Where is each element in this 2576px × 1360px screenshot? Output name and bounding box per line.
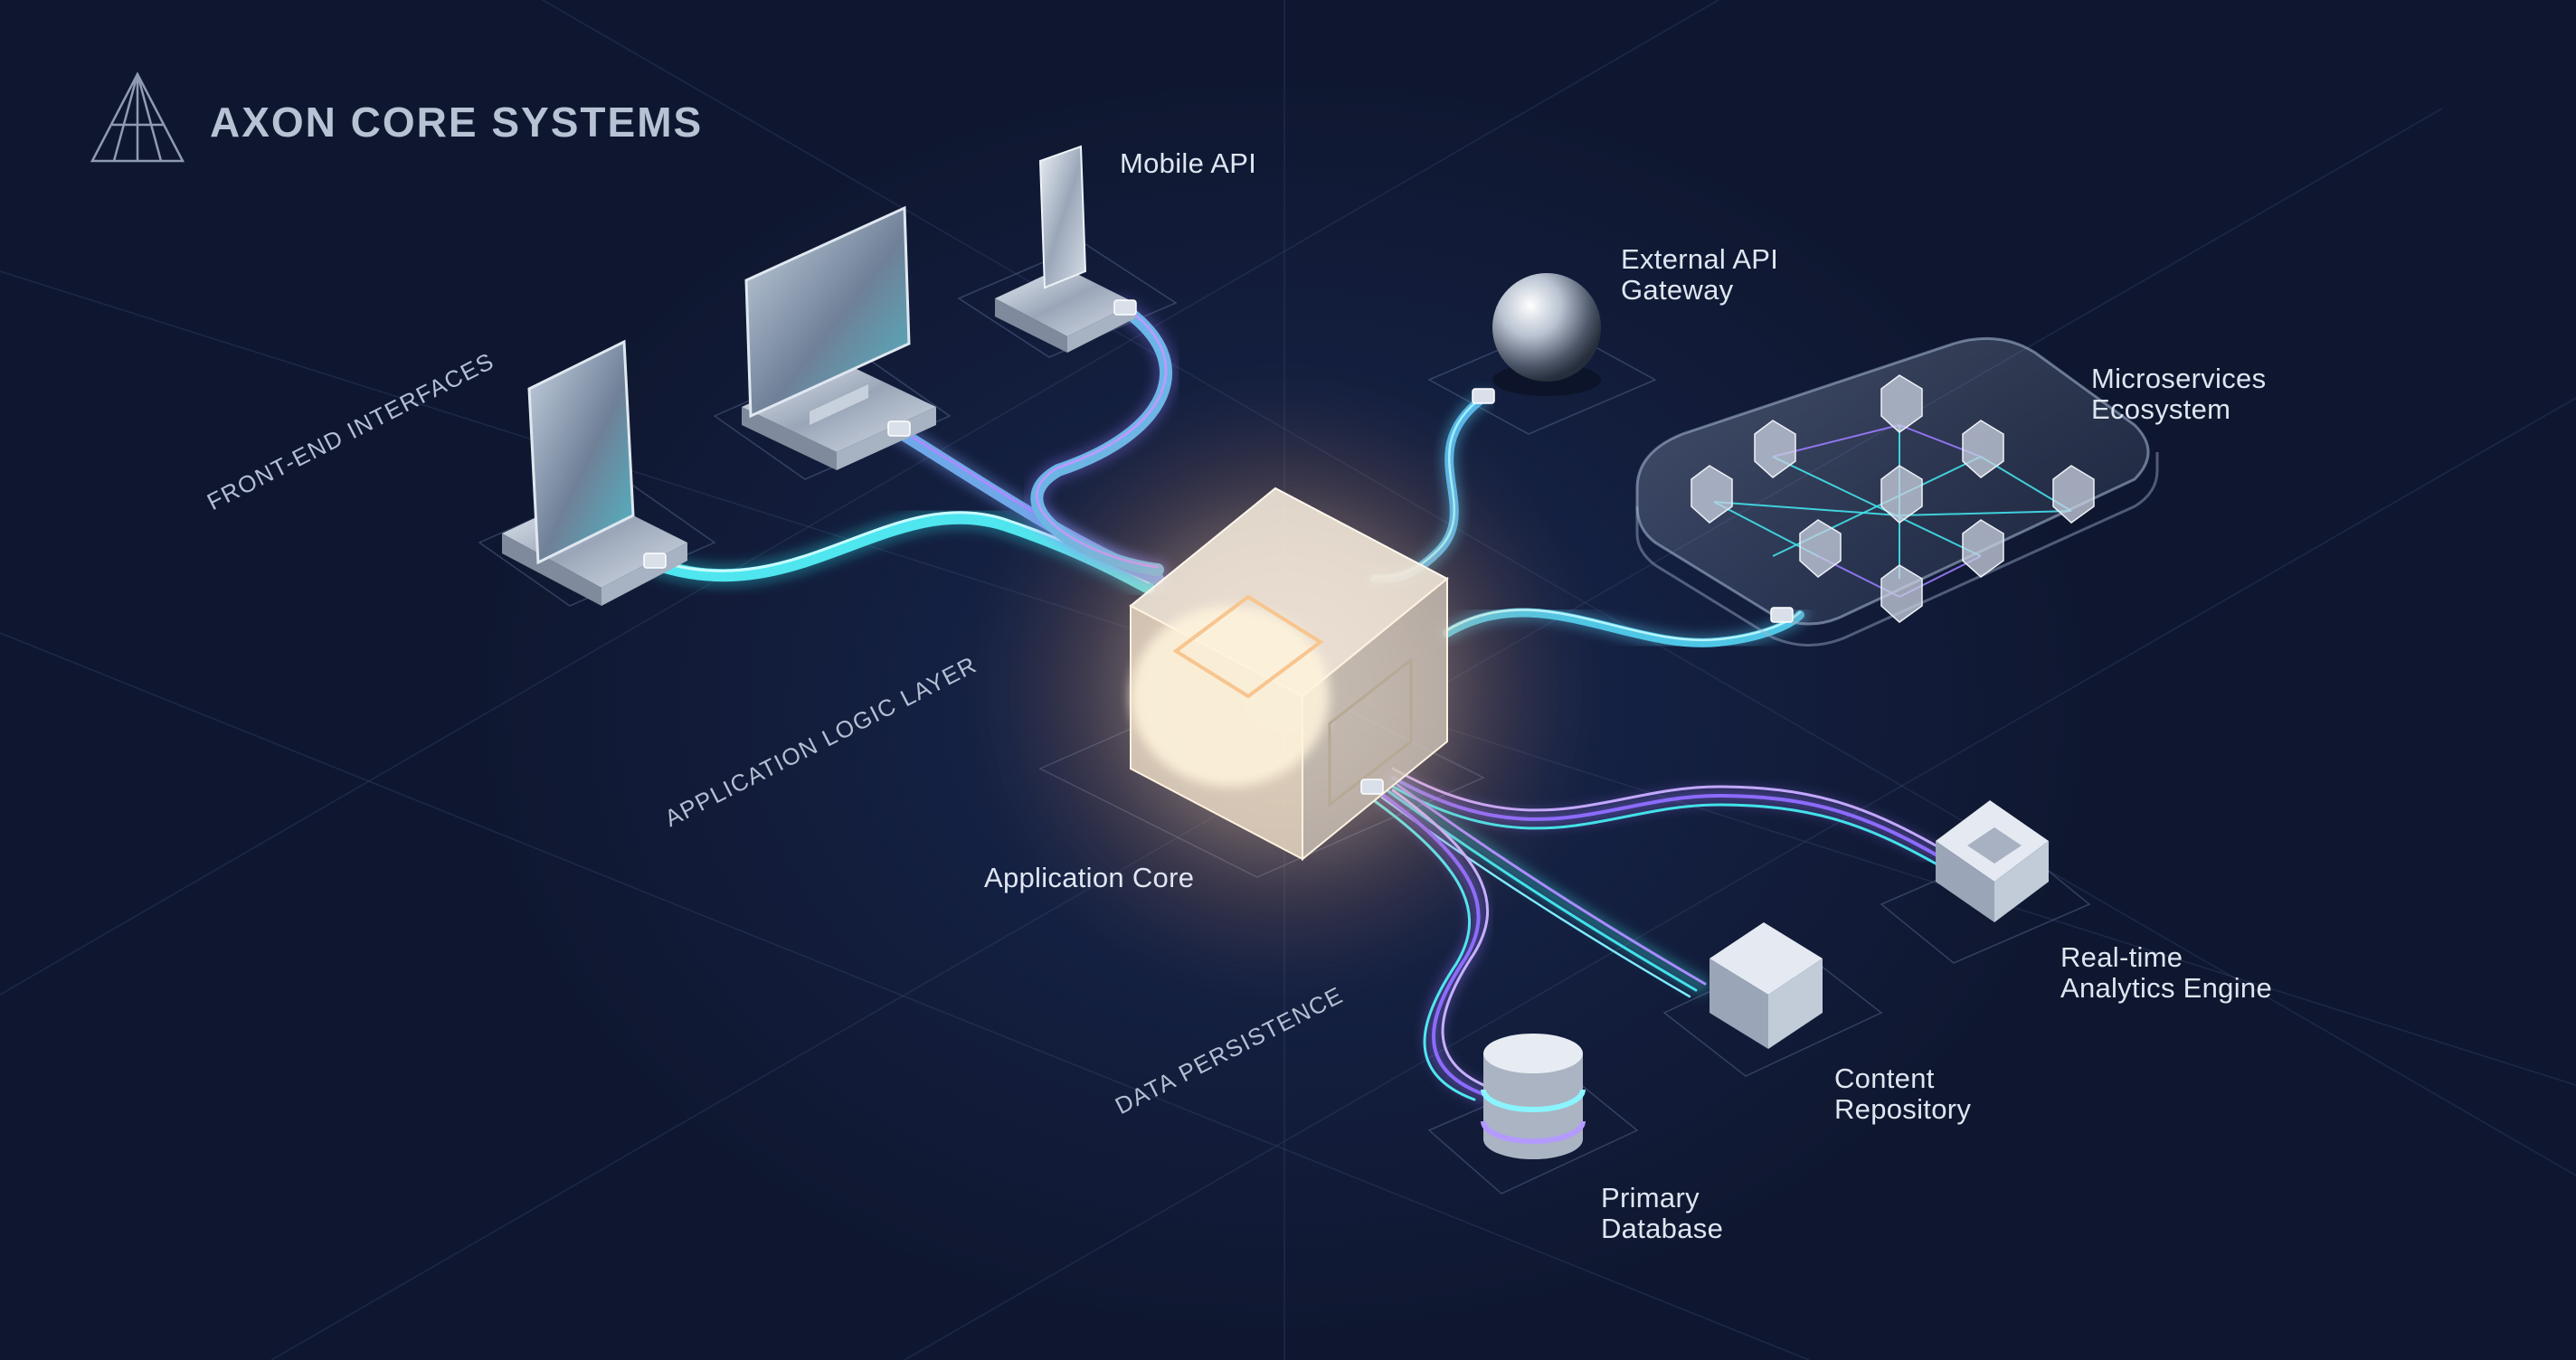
label-content-repository: Content Repository (1834, 1063, 1971, 1125)
label-external-api-line1: External API (1621, 243, 1779, 275)
label-microservices: Microservices Ecosystem (2091, 364, 2266, 425)
label-microservices-line1: Microservices (2091, 363, 2267, 394)
label-analytics-line2: Analytics Engine (2060, 972, 2272, 1004)
tablet-device[interactable] (502, 339, 687, 606)
label-primary-database: Primary Database (1601, 1183, 1723, 1244)
label-analytics-line1: Real-time (2060, 941, 2183, 973)
microservices-ecosystem[interactable] (1635, 336, 2159, 647)
external-api-sphere[interactable] (1492, 273, 1601, 396)
label-application-core: Application Core (984, 862, 1195, 893)
label-database-line1: Primary (1601, 1182, 1700, 1214)
label-content-line2: Repository (1834, 1093, 1972, 1125)
label-external-api-line2: Gateway (1621, 274, 1734, 306)
application-core-cube[interactable] (1129, 486, 1449, 862)
cable-connectors (643, 299, 1794, 795)
label-microservices-line2: Ecosystem (2091, 393, 2231, 425)
label-content-line1: Content (1834, 1062, 1935, 1094)
primary-database-cylinder[interactable] (1481, 1034, 1586, 1159)
brand-name: AXON CORE SYSTEMS (210, 99, 704, 146)
label-analytics: Real-time Analytics Engine (2060, 942, 2272, 1004)
analytics-engine-cube[interactable] (1936, 800, 2049, 922)
label-mobile-api: Mobile API (1120, 147, 1257, 179)
content-repository-cube[interactable] (1709, 922, 1823, 1049)
mobile-device[interactable] (995, 145, 1135, 353)
label-external-api: External API Gateway (1621, 244, 1778, 306)
monitor-device[interactable] (742, 205, 936, 470)
label-database-line2: Database (1601, 1213, 1724, 1244)
axon-logo-icon (90, 71, 185, 163)
